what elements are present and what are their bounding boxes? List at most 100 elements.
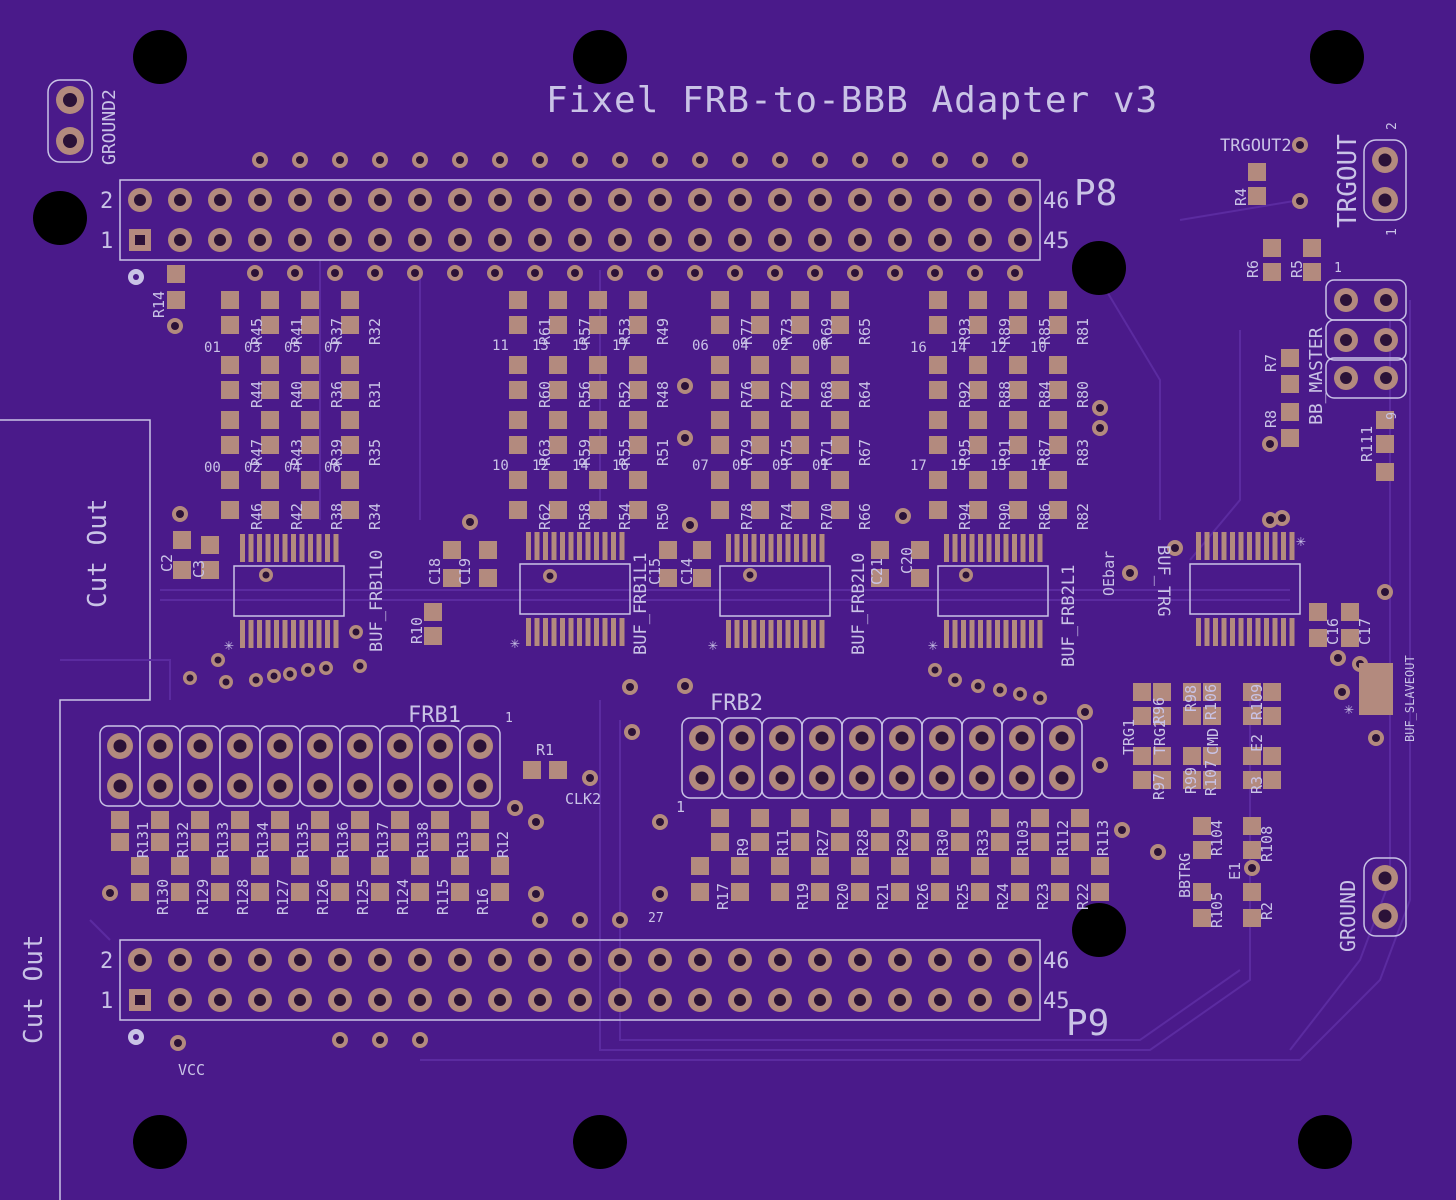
resistor-label: R96	[1150, 697, 1168, 724]
pad-hole	[473, 739, 487, 753]
resistor-label: R95	[956, 439, 974, 466]
ic-pin	[282, 534, 288, 562]
smd-pad	[871, 833, 889, 851]
smd-pad	[291, 883, 309, 901]
smd-pad	[341, 501, 359, 519]
smd-pad	[751, 381, 769, 399]
pad-hole	[374, 994, 386, 1006]
pad-hole	[1372, 734, 1380, 742]
smd-pad	[221, 291, 239, 309]
buf-trg-label: BUF_TRG	[1153, 545, 1173, 617]
pad-hole	[254, 994, 266, 1006]
copper-traces	[60, 199, 1411, 1061]
smd-pad	[301, 436, 319, 454]
pad-hole	[411, 269, 419, 277]
pad-hole	[414, 994, 426, 1006]
pad-hole	[536, 916, 544, 924]
resistor-label: R2	[1258, 902, 1276, 920]
ic-pin	[568, 532, 574, 560]
resistor-label: R135	[294, 822, 312, 858]
smd-pad	[791, 291, 809, 309]
resistor-label: R75	[778, 439, 796, 466]
pad-hole	[736, 156, 744, 164]
resistor-label: R50	[654, 503, 672, 530]
pad-hole	[113, 779, 127, 793]
pad-hole	[294, 994, 306, 1006]
resistor-label: R60	[536, 381, 554, 408]
ic-pin	[1020, 620, 1026, 648]
pad-hole	[1081, 708, 1089, 716]
ic-pin	[308, 620, 313, 648]
smd-pad	[173, 561, 191, 579]
smd-pad	[1193, 883, 1211, 901]
smd-pad	[341, 411, 359, 429]
pad-hole	[855, 731, 869, 745]
ic-pin	[282, 620, 288, 648]
smd-pad	[791, 809, 809, 827]
pad-hole	[214, 994, 226, 1006]
smd-pad	[261, 381, 279, 399]
pad-hole	[291, 269, 299, 277]
pad-hole	[193, 779, 207, 793]
resistor-label: R17	[714, 883, 732, 910]
resistor-label: R103	[1014, 820, 1032, 856]
smd-pad	[589, 471, 607, 489]
ic-pin	[1264, 532, 1269, 560]
smd-pad	[301, 356, 319, 374]
smd-pad	[1049, 381, 1067, 399]
pad-hole	[586, 774, 594, 782]
ic-pin	[543, 532, 548, 560]
pad-hole	[63, 93, 77, 107]
pad-hole	[494, 234, 506, 246]
smd-pad	[969, 411, 987, 429]
pad-hole	[454, 954, 466, 966]
pad-hole	[1266, 440, 1274, 448]
resistor-label: R19	[794, 883, 812, 910]
pad-hole	[891, 269, 899, 277]
pad-hole	[574, 234, 586, 246]
ic-pin	[240, 534, 245, 562]
ic-pin	[1037, 620, 1043, 648]
smd-pad	[549, 761, 567, 779]
pad-hole	[186, 674, 194, 682]
ic-pin	[551, 532, 557, 560]
smd-pad	[831, 471, 849, 489]
ic-pin	[1247, 618, 1252, 646]
resistor-label: R13	[454, 831, 472, 858]
pad-hole	[854, 194, 866, 206]
resistor-label: R115	[434, 879, 452, 915]
ground-outline	[1363, 857, 1407, 937]
resistor-label: R55	[616, 439, 634, 466]
smd-pad	[1009, 436, 1027, 454]
pad-hole	[1011, 269, 1019, 277]
pad-hole	[775, 771, 789, 785]
smd-pad	[111, 833, 129, 851]
pad-hole	[374, 194, 386, 206]
ic-pin	[944, 534, 949, 562]
capacitor-label: C20	[898, 547, 916, 574]
frb1-pin1: 1	[505, 711, 513, 726]
pad-hole	[433, 779, 447, 793]
resistor-label: R36	[328, 381, 346, 408]
smd-pad	[271, 833, 289, 851]
capacitor-label: C3	[190, 560, 208, 578]
ic-pin	[768, 534, 774, 562]
resistor-label: R11	[774, 829, 792, 856]
pad-hole	[214, 234, 226, 246]
smd-pad	[811, 857, 829, 875]
p9-pin1-dot-center	[133, 1034, 139, 1040]
pad-hole	[974, 234, 986, 246]
smd-pad	[171, 857, 189, 875]
ic-pin	[248, 534, 254, 562]
resistor-label: R131	[134, 822, 152, 858]
pad-hole	[1296, 141, 1304, 149]
resistor-label: R71	[818, 439, 836, 466]
pad-hole	[774, 194, 786, 206]
bit-label: 00	[812, 338, 829, 354]
pad-hole	[776, 156, 784, 164]
smd-pad	[971, 857, 989, 875]
resistor-label: R112	[1054, 820, 1072, 856]
pad-hole	[473, 779, 487, 793]
ic-pin	[819, 620, 825, 648]
pad-hole	[304, 666, 312, 674]
